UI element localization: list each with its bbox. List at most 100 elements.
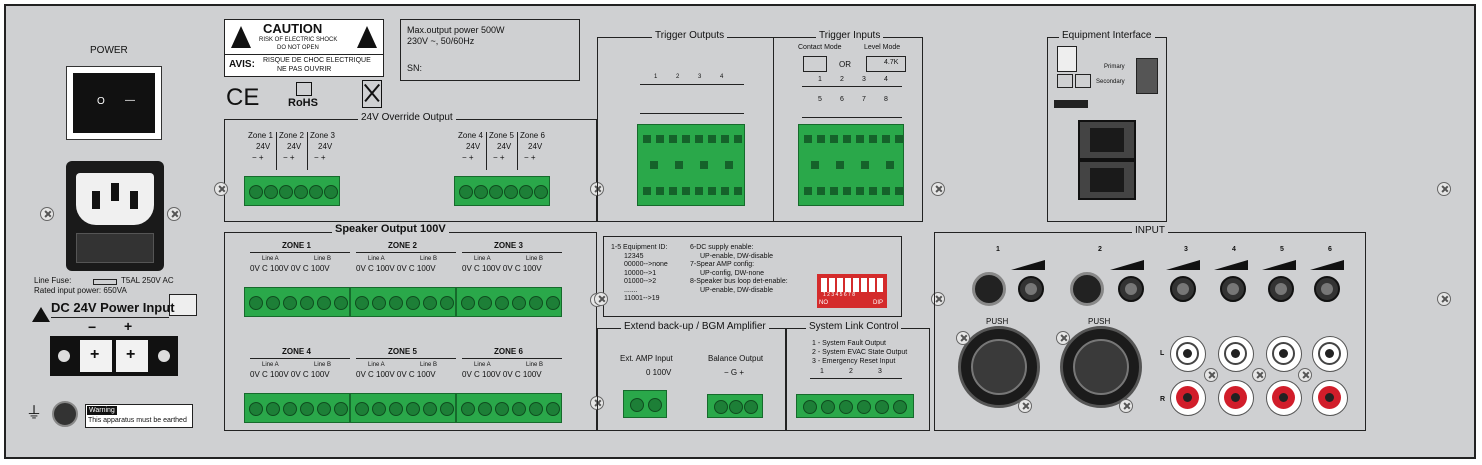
contact-symbol-icon bbox=[803, 56, 827, 72]
equipment-title: Equipment Interface bbox=[1059, 31, 1155, 41]
rca-jack-left[interactable] bbox=[1312, 336, 1348, 372]
rca-jack-left[interactable] bbox=[1218, 336, 1254, 372]
trigger-outputs-title: Trigger Outputs bbox=[652, 31, 728, 41]
line-b-label: Line B bbox=[526, 362, 544, 368]
override-volt-label: 24V bbox=[318, 142, 333, 151]
rca-jack-right[interactable] bbox=[1170, 380, 1206, 416]
syslink-title: System Link Control bbox=[806, 322, 902, 332]
info-box: Max.output power 500W 230V ~, 50/60Hz SN… bbox=[400, 19, 580, 81]
override-connector[interactable] bbox=[244, 176, 340, 206]
rj45-port-primary[interactable] bbox=[1078, 120, 1136, 160]
speaker-terms: 0V C 100V 0V C 100V bbox=[250, 264, 330, 273]
xlr-combo-jack[interactable] bbox=[958, 326, 1040, 408]
trigger-in-connector[interactable] bbox=[798, 124, 904, 206]
dc-plus: + bbox=[124, 318, 133, 334]
override-zone-label: Zone 3 bbox=[310, 131, 335, 140]
secondary-label: Secondary bbox=[1096, 79, 1125, 85]
trigger-in-num: 1 bbox=[818, 76, 822, 83]
dc-terminal[interactable]: + + bbox=[50, 336, 178, 376]
rca-jack-right[interactable] bbox=[1312, 380, 1348, 416]
override-volt-label: 24V bbox=[528, 142, 543, 151]
gain-ramp-icon bbox=[1110, 260, 1144, 270]
override-title: 24V Override Output bbox=[358, 113, 456, 123]
override-polarity: − + bbox=[283, 153, 295, 162]
override-connector[interactable] bbox=[454, 176, 550, 206]
mini-xlr-jack[interactable] bbox=[1070, 272, 1104, 306]
ext-amp-connector[interactable] bbox=[623, 390, 667, 418]
screw bbox=[956, 331, 970, 345]
rj45-port-secondary[interactable] bbox=[1078, 160, 1136, 200]
trigger-out-num: 2 bbox=[676, 74, 680, 80]
speaker-zone-label: ZONE 5 bbox=[388, 347, 417, 356]
speaker-connector[interactable] bbox=[350, 287, 456, 317]
xlr-combo-jack[interactable] bbox=[1060, 326, 1142, 408]
extend-title: Extend back-up / BGM Amplifier bbox=[621, 322, 769, 332]
gain-knob[interactable] bbox=[1220, 276, 1246, 302]
right-channel-label: R bbox=[1160, 396, 1166, 403]
screw bbox=[1437, 182, 1451, 196]
ground-terminal[interactable] bbox=[52, 401, 78, 427]
dip-id-line: 01000-->2 bbox=[624, 278, 657, 285]
dip-id-line: 11001-->19 bbox=[624, 295, 660, 302]
balance-output-connector[interactable] bbox=[707, 394, 763, 418]
contact-mode-label: Contact Mode bbox=[798, 44, 842, 51]
override-polarity: − + bbox=[493, 153, 505, 162]
speaker-connector[interactable] bbox=[244, 393, 350, 423]
screw bbox=[40, 207, 54, 221]
rca-jack-left[interactable] bbox=[1266, 336, 1302, 372]
speaker-connector[interactable] bbox=[456, 393, 562, 423]
dip-id-line: 00000-->none bbox=[624, 261, 668, 268]
trigger-inputs-title: Trigger Inputs bbox=[816, 31, 884, 41]
line-b-label: Line B bbox=[420, 256, 438, 262]
gain-ramp-icon bbox=[1214, 260, 1248, 270]
gain-knob[interactable] bbox=[1018, 276, 1044, 302]
mini-xlr-jack[interactable] bbox=[972, 272, 1006, 306]
dip-id-line: ....... bbox=[624, 286, 638, 294]
gain-knob[interactable] bbox=[1314, 276, 1340, 302]
computer-icon bbox=[1057, 74, 1095, 92]
line-a-label: Line A bbox=[474, 256, 491, 262]
gain-ramp-icon bbox=[1166, 260, 1200, 270]
trigger-in-num: 6 bbox=[840, 96, 844, 103]
dc-input-title: DC 24V Power Input bbox=[51, 300, 175, 315]
screw bbox=[1056, 331, 1070, 345]
dip-id-line: 12345 bbox=[624, 252, 644, 260]
speaker-terms: 0V C 100V 0V C 100V bbox=[356, 264, 436, 273]
trigger-in-num: 5 bbox=[818, 96, 822, 103]
override-zone-label: Zone 5 bbox=[489, 131, 514, 140]
warning-icon bbox=[32, 307, 50, 322]
override-polarity: − + bbox=[314, 153, 326, 162]
line-b-label: Line B bbox=[314, 256, 332, 262]
gain-knob[interactable] bbox=[1268, 276, 1294, 302]
speaker-connector[interactable] bbox=[244, 287, 350, 317]
screw bbox=[1018, 399, 1032, 413]
iec-power-inlet[interactable] bbox=[66, 161, 164, 271]
syslink-connector[interactable] bbox=[796, 394, 914, 418]
balance-output-label: Balance Output bbox=[708, 354, 764, 363]
override-polarity: − + bbox=[524, 153, 536, 162]
gain-ramp-icon bbox=[1262, 260, 1296, 270]
power-label: POWER bbox=[90, 45, 128, 56]
trigger-out-connector[interactable] bbox=[637, 124, 745, 206]
power-switch[interactable]: O — bbox=[66, 66, 162, 140]
screw bbox=[214, 182, 228, 196]
rca-jack-right[interactable] bbox=[1266, 380, 1302, 416]
line-a-label: Line A bbox=[474, 362, 491, 368]
trigger-out-num: 3 bbox=[698, 74, 702, 80]
primary-label: Primary bbox=[1104, 64, 1125, 70]
syslink-item: 3 - Emergency Reset Input bbox=[812, 358, 896, 365]
rca-jack-right[interactable] bbox=[1218, 380, 1254, 416]
trigger-in-num: 8 bbox=[884, 96, 888, 103]
gain-knob[interactable] bbox=[1170, 276, 1196, 302]
rca-jack-left[interactable] bbox=[1170, 336, 1206, 372]
speaker-connector[interactable] bbox=[456, 287, 562, 317]
override-polarity: − + bbox=[252, 153, 264, 162]
screw bbox=[594, 292, 608, 306]
speaker-connector[interactable] bbox=[350, 393, 456, 423]
speaker-zone-label: ZONE 4 bbox=[282, 347, 311, 356]
dip-switch[interactable]: 1 2 3 4 5 6 7 8 NO DIP bbox=[817, 274, 887, 308]
ext-amp-terms: 0 100V bbox=[646, 368, 672, 377]
ext-amp-label: Ext. AMP Input bbox=[620, 354, 673, 363]
override-volt-label: 24V bbox=[256, 142, 271, 151]
gain-knob[interactable] bbox=[1118, 276, 1144, 302]
